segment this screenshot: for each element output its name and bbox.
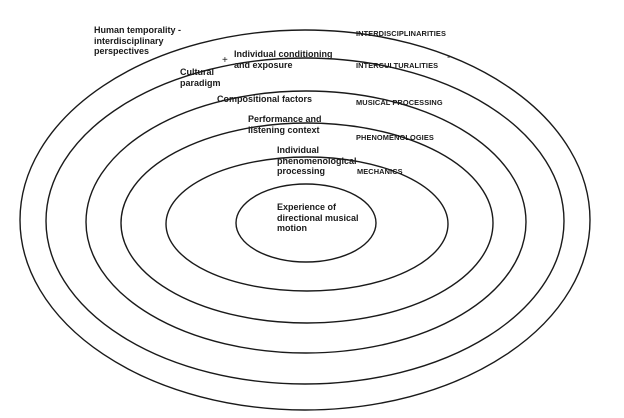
core-experience-text: Experience of directional musical motion — [277, 202, 359, 233]
mechanics-label: MECHANICS — [357, 167, 403, 176]
ring-interdisciplinarities — [19, 29, 591, 411]
ring-mechanics — [165, 156, 449, 292]
plus-connector: + — [222, 55, 228, 66]
interculturalities-label: INTERCULTURALITIES — [356, 61, 439, 70]
core-ellipse — [235, 183, 377, 263]
phenomenologies-label: PHENOMENOLOGIES — [356, 133, 434, 142]
performance-listening-text: Performance and listening context — [248, 114, 322, 135]
interdisciplinarities-label: INTERDISCIPLINARITIES — [356, 29, 446, 38]
individual-processing-text: Individual phenomenological processing — [277, 145, 357, 176]
compositional-factors-text: Compositional factors — [217, 94, 313, 104]
stray-dash: - — [447, 52, 451, 63]
musical-processing-label: MUSICAL PROCESSING — [356, 98, 443, 107]
ring-musical-processing — [85, 90, 527, 354]
ring-interculturalities — [45, 57, 565, 385]
individual-conditioning-text: Individual conditioning and exposure — [234, 49, 333, 70]
human-temporality-text: Human temporality - interdisciplinary pe… — [94, 25, 182, 56]
ring-phenomenologies — [120, 122, 494, 324]
cultural-paradigm-text: Cultural paradigm — [180, 67, 221, 88]
